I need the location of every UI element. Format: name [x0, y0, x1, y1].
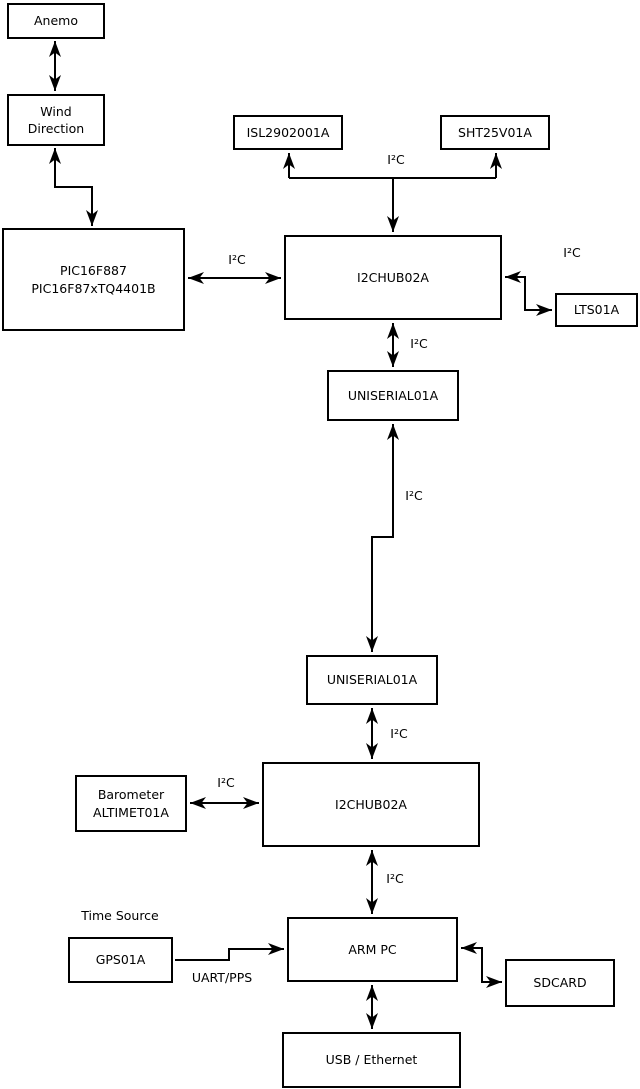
i2c-label-uniserial-link: I²C: [405, 488, 423, 503]
sdcard-label: SDCARD: [533, 975, 587, 991]
uniserial-bottom-label: UNISERIAL01A: [326, 672, 418, 688]
wind-direction-label-line1: Wind: [40, 103, 72, 119]
sdcard-box: SDCARD: [505, 959, 615, 1007]
usb-ethernet-label: USB / Ethernet: [325, 1052, 418, 1068]
i2chub-bottom-box: I2CHUB02A: [262, 762, 480, 847]
lts-box: LTS01A: [555, 293, 638, 327]
barometer-box: Barometer ALTIMET01A: [75, 775, 187, 832]
i2c-label-hub-uniserial: I²C: [410, 336, 428, 351]
time-source-label: Time Source: [81, 908, 159, 923]
armpc-box: ARM PC: [287, 917, 458, 982]
i2chub-top-box: I2CHUB02A: [284, 235, 502, 320]
uniserial-top-label: UNISERIAL01A: [347, 387, 439, 403]
i2c-label-barometer: I²C: [217, 775, 235, 790]
connector-winddirection-pic: [49, 148, 98, 226]
connector-armpc-sdcard: [461, 942, 502, 988]
isl-box: ISL2902001A: [233, 115, 343, 150]
uart-pps-label: UART/PPS: [191, 970, 253, 985]
sht-label: SHT25V01A: [458, 124, 532, 140]
usb-ethernet-box: USB / Ethernet: [282, 1032, 461, 1088]
armpc-label: ARM PC: [348, 941, 397, 957]
gps-box: GPS01A: [68, 937, 173, 983]
i2chub-top-label: I2CHUB02A: [357, 269, 429, 285]
barometer-label-line1: Barometer: [97, 787, 165, 802]
wind-direction-box: Wind Direction: [7, 94, 105, 146]
sht-box: SHT25V01A: [440, 115, 550, 150]
wind-direction-label-line2: Direction: [27, 121, 85, 136]
i2c-label-uniserial-hub2: I²C: [390, 726, 408, 741]
connector-gps-armpc: [175, 943, 284, 961]
uniserial-top-box: UNISERIAL01A: [327, 370, 459, 421]
i2c-label-pic-hub: I²C: [228, 252, 246, 267]
pic-label-line2: PIC16F87xTQ4401B: [31, 280, 156, 296]
i2c-label-lts: I²C: [563, 245, 581, 260]
gps-label: GPS01A: [95, 952, 146, 968]
pic-label-line1: PIC16F887: [60, 263, 127, 278]
connector-uniserial-top-uniserial-bottom: [366, 424, 399, 652]
anemo-label: Anemo: [34, 13, 78, 29]
lts-label: LTS01A: [573, 302, 620, 318]
anemo-box: Anemo: [7, 3, 105, 39]
i2c-label-hub2-armpc: I²C: [386, 871, 404, 886]
pic-box: PIC16F887 PIC16F87xTQ4401B: [2, 228, 185, 331]
connector-i2chub-top-lts: [505, 271, 552, 316]
isl-label: ISL2902001A: [246, 124, 330, 140]
i2chub-bottom-label: I2CHUB02A: [335, 796, 407, 812]
i2c-label-sensor-bus: I²C: [387, 152, 405, 167]
uniserial-bottom-box: UNISERIAL01A: [306, 655, 438, 705]
barometer-label-line2: ALTIMET01A: [93, 804, 169, 820]
